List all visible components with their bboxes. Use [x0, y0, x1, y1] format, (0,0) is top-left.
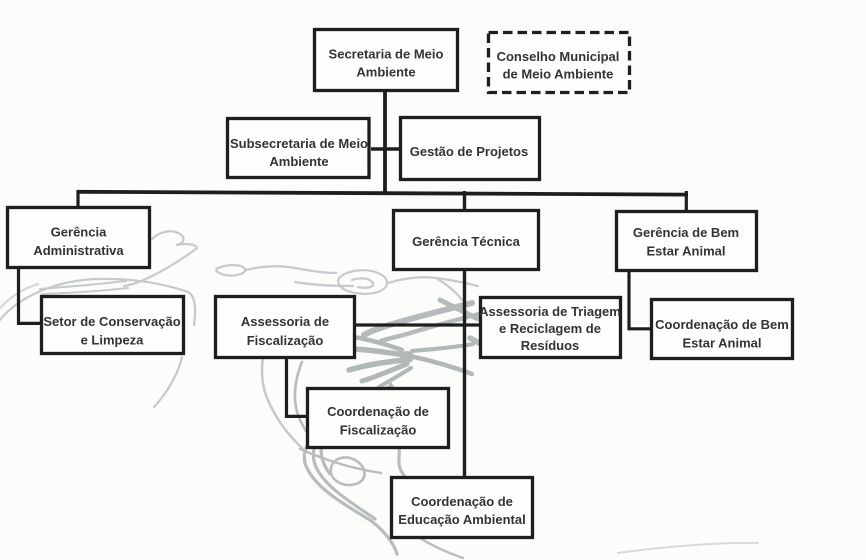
svg-text:Gerência: Gerência: [51, 225, 107, 240]
svg-text:Assessoria de Triagem: Assessoria de Triagem: [479, 304, 621, 319]
svg-text:Educação Ambiental: Educação Ambiental: [398, 512, 525, 527]
svg-text:Gerência Técnica: Gerência Técnica: [412, 234, 520, 249]
svg-text:Gerência de Bem: Gerência de Bem: [633, 225, 739, 240]
svg-text:Resíduos: Resíduos: [521, 338, 580, 353]
svg-text:Estar Animal: Estar Animal: [647, 244, 726, 259]
svg-text:Coordenação de Bem: Coordenação de Bem: [655, 317, 789, 332]
svg-text:e Limpeza: e Limpeza: [81, 333, 145, 348]
svg-text:Gestão de Projetos: Gestão de Projetos: [410, 144, 528, 159]
svg-text:Fiscalização: Fiscalização: [340, 423, 417, 438]
svg-text:e Reciclagem de: e Reciclagem de: [499, 321, 601, 336]
svg-text:Coordenação de: Coordenação de: [327, 404, 429, 419]
svg-text:de Meio Ambiente: de Meio Ambiente: [503, 67, 614, 82]
svg-text:Ambiente: Ambiente: [356, 65, 415, 80]
svg-text:Subsecretaria de Meio: Subsecretaria de Meio: [230, 136, 368, 151]
svg-text:Secretaria de Meio: Secretaria de Meio: [329, 47, 444, 62]
svg-text:Fiscalização: Fiscalização: [247, 333, 324, 348]
svg-text:Conselho Municipal: Conselho Municipal: [497, 49, 620, 64]
svg-text:Ambiente: Ambiente: [269, 154, 328, 169]
svg-text:Administrativa: Administrativa: [33, 243, 124, 258]
svg-text:Assessoria de: Assessoria de: [241, 314, 329, 329]
svg-text:Setor de Conservação: Setor de Conservação: [43, 314, 180, 329]
svg-text:Coordenação de: Coordenação de: [411, 494, 513, 509]
svg-text:Estar Animal: Estar Animal: [683, 336, 762, 351]
